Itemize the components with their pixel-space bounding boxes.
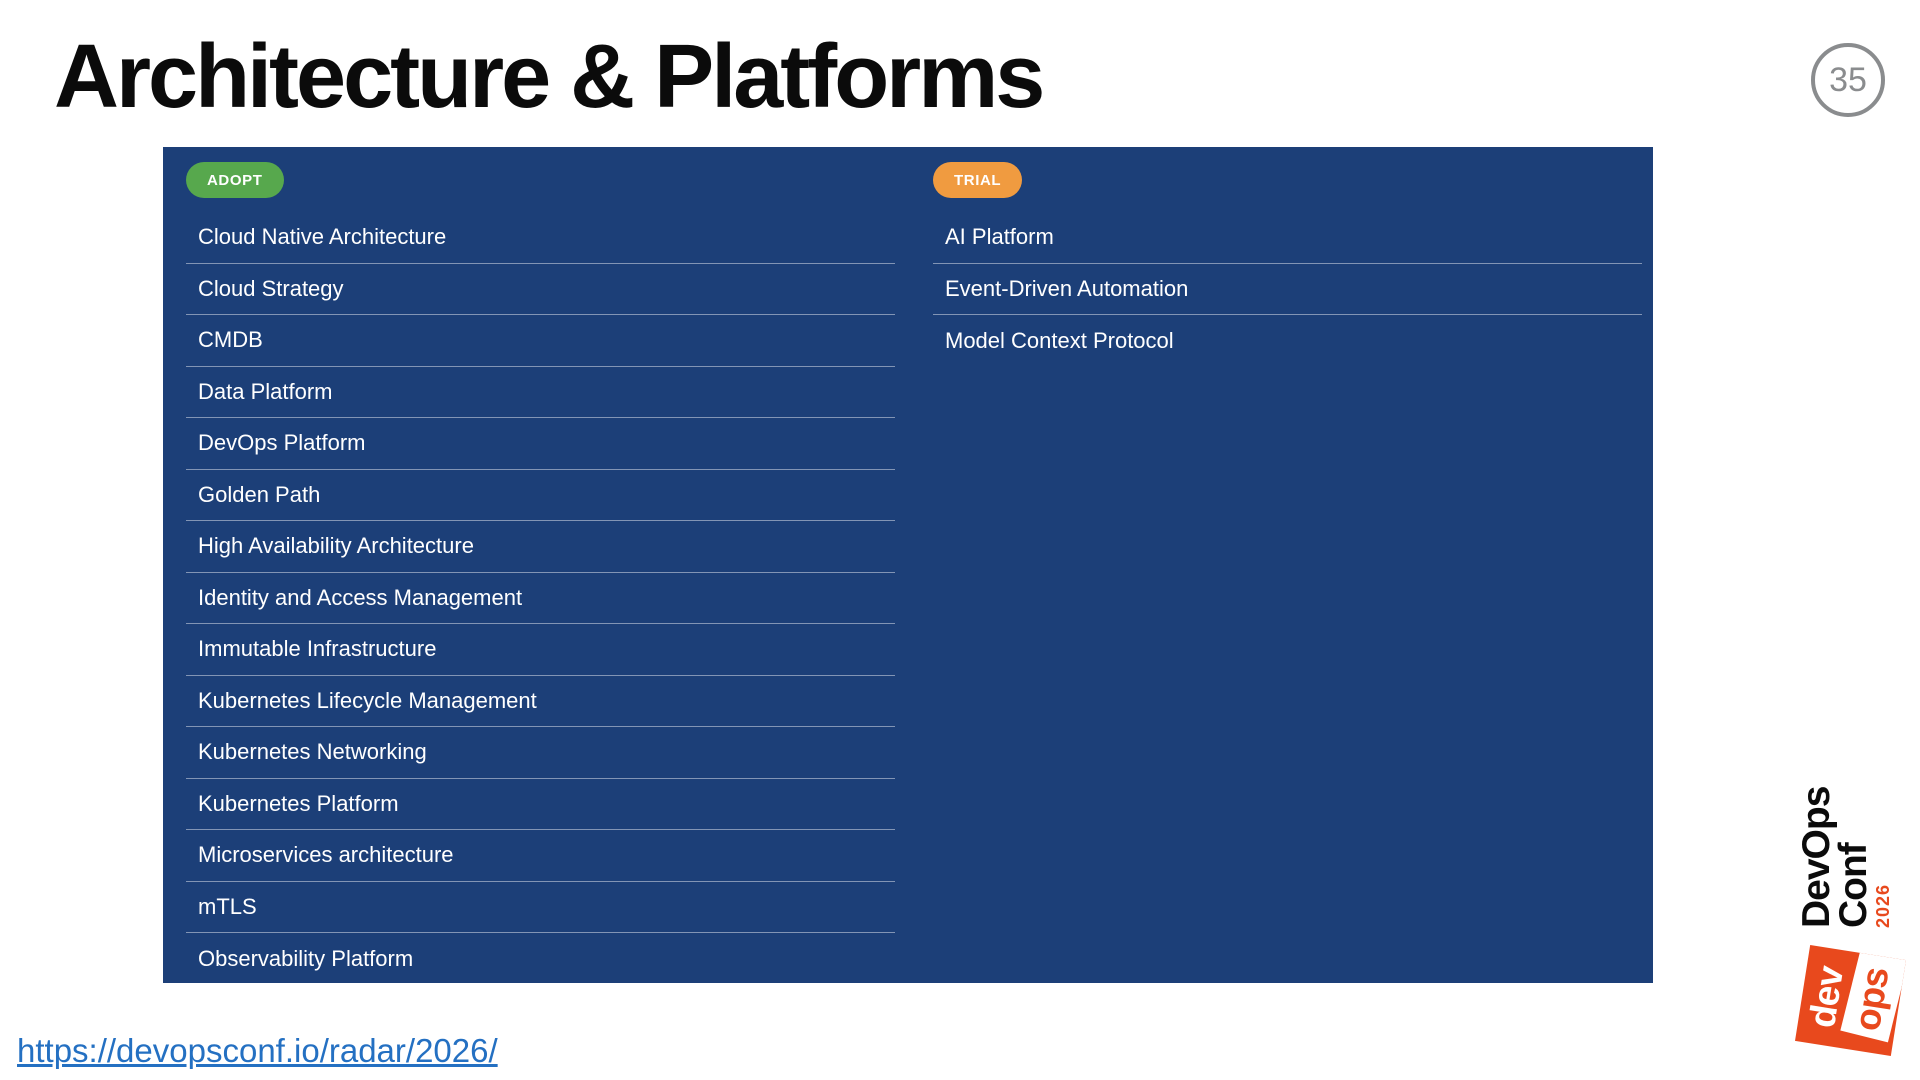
list-item: CMDB (186, 315, 895, 367)
list-item: DevOps Platform (186, 418, 895, 470)
page-number: 35 (1829, 60, 1867, 99)
devopsconf-logo: dev ops (1795, 945, 1906, 1056)
wordmark-year: 2026 (1873, 883, 1894, 928)
trial-badge: TRIAL (933, 162, 1023, 198)
radar-url-link[interactable]: https://devopsconf.io/radar/2026/ (17, 1032, 498, 1069)
list-item: Identity and Access Management (186, 573, 895, 624)
list-item: mTLS (186, 882, 895, 933)
page-number-badge: 35 (1811, 43, 1885, 117)
list-item: Golden Path (186, 470, 895, 521)
adopt-badge: ADOPT (186, 162, 284, 198)
list-item: Kubernetes Platform (186, 779, 895, 830)
trial-badge-label: TRIAL (954, 171, 1002, 189)
list-item: Kubernetes Lifecycle Management (186, 676, 895, 727)
wordmark-line2: Conf (1832, 843, 1876, 928)
list-item: High Availability Architecture (186, 521, 895, 573)
list-item: Cloud Native Architecture (186, 212, 895, 264)
list-item: Kubernetes Networking (186, 727, 895, 779)
logo-ops-label: ops (1846, 964, 1897, 1034)
adopt-badge-label: ADOPT (207, 171, 263, 189)
page-title: Architecture & Platforms (54, 27, 1045, 127)
list-item: Microservices architecture (186, 830, 895, 882)
list-item: Event-Driven Automation (933, 264, 1642, 315)
list-item: Model Context Protocol (945, 327, 1174, 353)
list-item: Cloud Strategy (186, 264, 895, 315)
wordmark-line1: DevOps (1795, 786, 1838, 928)
devopsconf-wordmark: DevOps Conf 2026 (1795, 760, 1896, 928)
list-item: Data Platform (186, 367, 895, 418)
list-item: AI Platform (933, 212, 1642, 264)
list-item: Observability Platform (198, 945, 414, 971)
list-item: Immutable Infrastructure (186, 624, 895, 676)
